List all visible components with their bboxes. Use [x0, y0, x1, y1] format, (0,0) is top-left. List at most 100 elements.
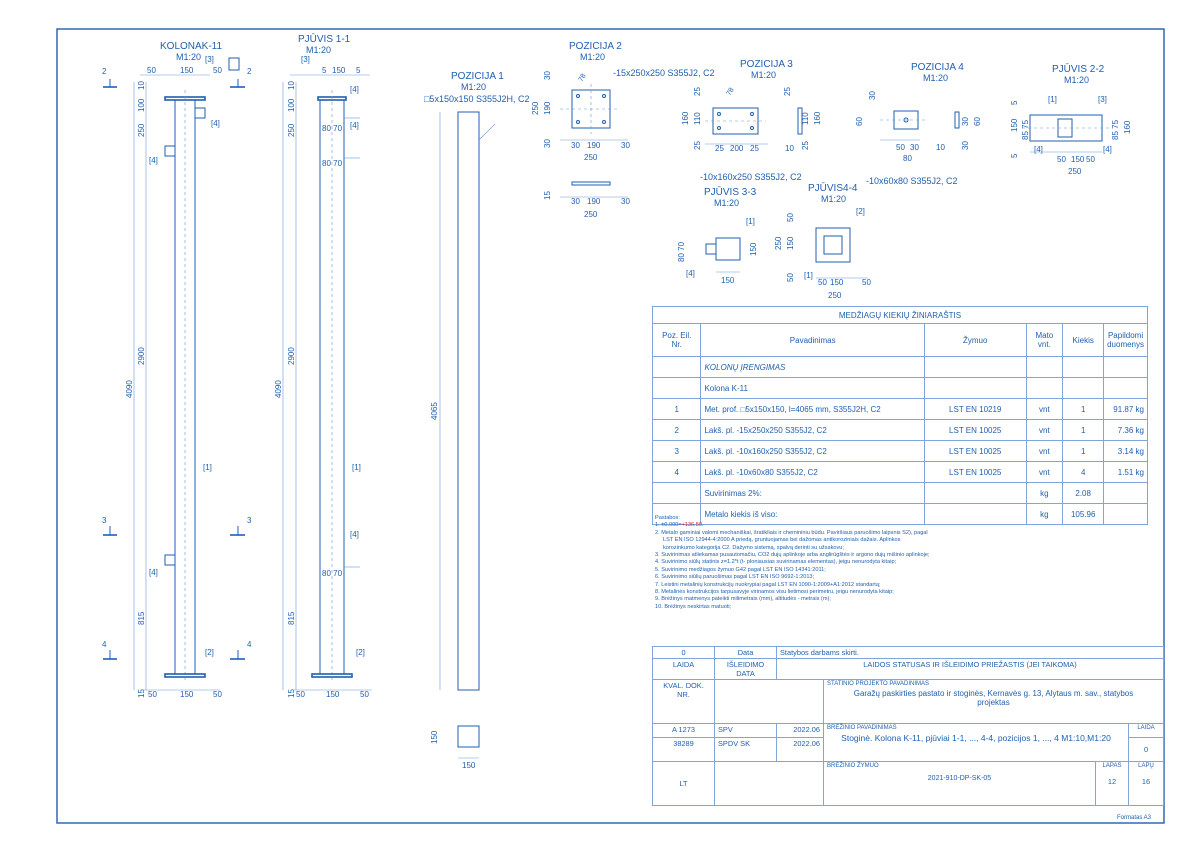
spec-h-name: Pavadinimas — [700, 323, 925, 357]
poz2-dh2b: 30 — [621, 197, 630, 206]
poz4-d30: 30 — [868, 91, 877, 100]
poz2-dh0: 30 — [571, 141, 580, 150]
pjuvis22-d160: 160 — [1123, 120, 1132, 134]
poz4-plate: -10x60x80 S355J2, C2 — [866, 176, 958, 186]
stamp-date-2: 2022.06 — [776, 737, 824, 762]
pjuvis44-title: PJŪVIS4-4 — [808, 182, 858, 194]
note-line: korozinkumo kategorija C2. Dažymo sistem… — [663, 544, 844, 551]
section-4-left: 4 — [102, 640, 107, 649]
pjuvis22-d8575l: 85 75 — [1021, 119, 1030, 140]
stamp-code: 2021-910-DP-SK-05 — [927, 775, 992, 782]
stamp-kval: KVAL. DOK. NR. — [652, 679, 715, 724]
note-line: 7. Leistini metalinių konstrukcijų nuokr… — [655, 581, 881, 588]
pjuvis11-tag4a: [4] — [350, 85, 359, 94]
stamp-role-2: SPDV SK — [714, 737, 777, 762]
sheet-frame — [56, 28, 1165, 824]
pjuvis44-scale: M1:20 — [821, 194, 846, 204]
poz2-d15: 15 — [543, 191, 552, 200]
note-line: 8. Metalinės konstrukcijos tarpusavyje v… — [655, 589, 894, 596]
poz4-title: POZICIJA 4 — [911, 62, 964, 73]
poz3-dh1: 200 — [730, 144, 744, 153]
kolona-dim-bot-l: 50 — [148, 690, 157, 699]
stamp-r2-desc: LAIDOS STATUSAS IR IŠLEIDIMO PRIEŽASTIS … — [776, 658, 1164, 680]
notes-title: Pastabos: — [655, 515, 680, 521]
pjuvis22-d8575r: 85 75 — [1111, 119, 1120, 140]
kolona-tag4a: [4] — [211, 119, 220, 128]
poz1-scale: M1:20 — [461, 82, 486, 92]
poz3-title: POZICIJA 3 — [740, 59, 793, 70]
pjuvis44-tag1: [1] — [804, 271, 813, 280]
stamp-lapu: 16 — [1141, 777, 1151, 786]
pjuvis11-dim-15: 15 — [287, 689, 296, 698]
stamp-r2-data: IŠLEIDIMO DATA — [714, 658, 777, 680]
poz3-dh2: 25 — [750, 144, 759, 153]
stamp-laida-label: LAIDA — [1128, 723, 1164, 738]
pjuvis11-dim-8070b: 80 70 — [322, 159, 343, 168]
pjuvis44-d50a: 50 — [786, 213, 795, 222]
pjuvis44-d150: 150 — [786, 236, 795, 250]
pjuvis44-dh1: 150 — [830, 278, 844, 287]
stamp-role-1: SPV — [714, 723, 777, 738]
spec-cell: 3.14 kg — [1103, 440, 1148, 462]
pjuvis22-tag3: [3] — [1098, 95, 1107, 104]
pjuvis11-tag4b: [4] — [350, 121, 359, 130]
note-line: 5. Suvirinimo medžiagos žymuo G42 pagal … — [655, 566, 826, 573]
spec-cell: vnt — [1025, 461, 1064, 483]
spec-total-name: Metalo kiekis iš viso: — [700, 503, 925, 525]
poz4-d60r: 60 — [973, 117, 982, 126]
pjuvis11-dim-2900: 2900 — [287, 347, 296, 365]
poz1-dim-150h: 150 — [462, 761, 476, 770]
poz3-d160: 160 — [681, 111, 690, 125]
table-row: Metalo kiekis iš viso: kg 105.96 — [651, 503, 1148, 525]
pjuvis22-dh2: 50 — [1086, 155, 1095, 164]
spec-cell: 4 — [651, 461, 702, 483]
pjuvis22-tag4a: [4] — [1034, 145, 1043, 154]
pjuvis11-dim-bot-l: 50 — [296, 690, 305, 699]
poz1-title: POZICIJA 1 — [451, 71, 504, 82]
kolona-scale: M1:20 — [176, 52, 201, 62]
note-line: 9. Brėžinys matmenys pateikti milimetrai… — [655, 596, 831, 603]
spec-cell: 1 — [1062, 398, 1105, 420]
kolona-tag3: [3] — [205, 55, 214, 64]
spec-group: KOLONŲ ĮRENGIMAS — [700, 356, 925, 378]
title-block: 0 Data Statybos darbams skirti. LAIDA IŠ… — [652, 646, 1164, 806]
view-kolona: KOLONAK-11 M1:20 50 150 50 [3] 10 100 25… — [102, 41, 252, 699]
kolona-tag4b: [4] — [149, 156, 158, 165]
pjuvis33-d8070: 80 70 — [677, 241, 686, 262]
view-pozicija-3: POZICIJA 3 M1:20 25 78 160 110 25 25 200… — [681, 59, 822, 182]
pjuvis22-scale: M1:20 — [1064, 75, 1089, 85]
spec-cell: Lakš. pl. -10x160x250 S355J2, C2 — [700, 440, 925, 462]
poz2-d78: 78 — [578, 73, 588, 83]
spec-cell: vnt — [1025, 419, 1064, 441]
kolona-dim-815: 815 — [137, 611, 146, 625]
kolona-dim-bot-c: 150 — [180, 690, 194, 699]
spec-cell: Lakš. pl. -15x250x250 S355J2, C2 — [700, 419, 925, 441]
spec-weld-name: Suvirinimas 2%: — [700, 482, 925, 504]
poz4-d30r: 30 — [961, 117, 970, 126]
spec-cell: LST EN 10219 — [923, 398, 1027, 420]
kolona-dim-15: 15 — [137, 689, 146, 698]
table-row: Suvirinimas 2%: kg 2.08 — [651, 482, 1148, 504]
poz2-dh0b: 30 — [571, 197, 580, 206]
poz4-d10: 10 — [936, 143, 945, 152]
kolona-dim-2900: 2900 — [137, 347, 146, 365]
spec-cell: 91.87 kg — [1103, 398, 1148, 420]
stamp-r1-desc: Statybos darbams skirti. — [776, 646, 1164, 659]
pjuvis22-d5: 5 — [1010, 100, 1019, 105]
pjuvis22-d150: 150 — [1010, 118, 1019, 132]
view-pjuvis-4-4: PJŪVIS4-4 M1:20 [2] 50 150 250 50 [1] 50… — [774, 182, 871, 300]
spec-cell: LST EN 10025 — [923, 419, 1027, 441]
spec-h-qty: Kiekis — [1062, 323, 1105, 357]
spec-cell: 1 — [651, 398, 702, 420]
stamp-lapu-label: LAPŲ — [1138, 763, 1154, 769]
spec-weld-unit: kg — [1025, 482, 1064, 504]
pjuvis44-dh0: 50 — [818, 278, 827, 287]
stamp-code-label: BRĖŽINIO ŽYMUO — [827, 763, 879, 769]
pjuvis44-d250: 250 — [774, 236, 783, 250]
poz4-dh0: 50 — [896, 143, 905, 152]
poz3-d110: 110 — [693, 112, 702, 125]
spec-cell: 2 — [651, 419, 702, 441]
poz4-d30b: 30 — [961, 141, 970, 150]
section-2-left: 2 — [102, 67, 107, 76]
poz2-d30: 30 — [543, 71, 552, 80]
